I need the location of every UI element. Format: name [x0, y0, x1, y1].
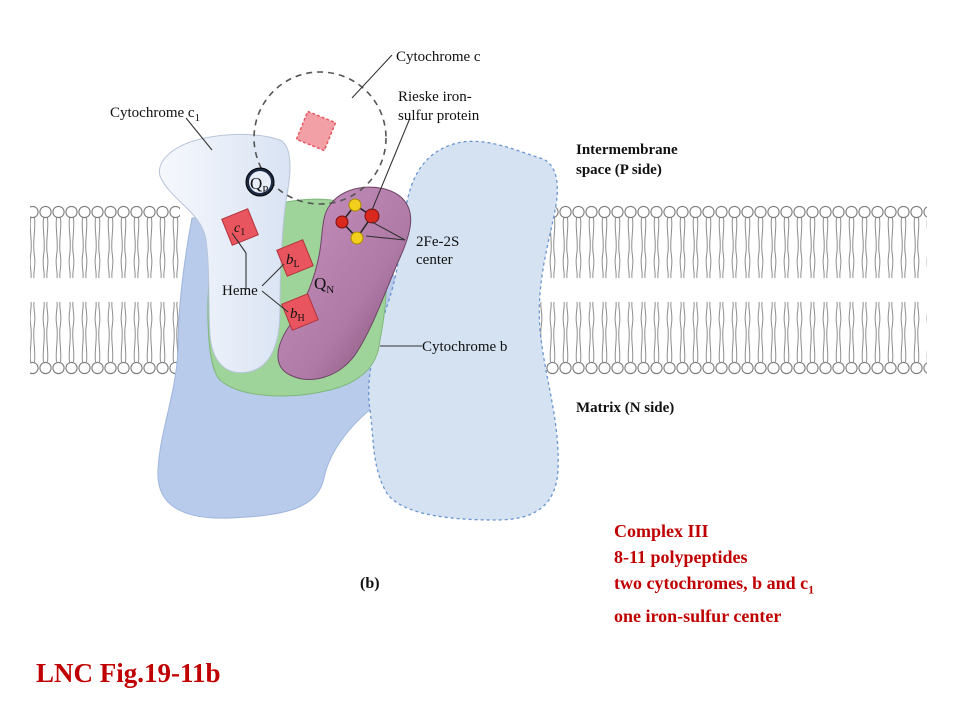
heme-bl-label: bL: [286, 252, 300, 270]
label-panel-b: (b): [360, 575, 380, 592]
cytochrome-c-heme: [295, 110, 337, 152]
label-2fe2s-1: 2Fe-2S: [416, 234, 459, 250]
label-heme: Heme: [222, 283, 258, 299]
caption-iron-sulfur: one iron-sulfur center: [614, 605, 782, 626]
label-intermembrane-2: space (P side): [576, 162, 662, 178]
caption-polypeptides: 8-11 polypeptides: [614, 547, 748, 567]
heme-bl-box: [276, 239, 314, 277]
complex-iii-caption: Complex III 8-11 polypeptides two cytoch…: [614, 518, 814, 629]
label-rieske-2: sulfur protein: [398, 108, 480, 124]
membrane-left: [30, 200, 180, 380]
protein-body-right: [368, 140, 559, 521]
rieske-protein-shape: [277, 186, 412, 380]
label-matrix: Matrix (N side): [576, 400, 674, 416]
label-2fe2s-2: center: [416, 252, 453, 268]
caption-cytochromes-sub: 1: [808, 582, 815, 597]
caption-title: Complex III: [614, 521, 709, 541]
label-cytochrome-c: Cytochrome c: [396, 49, 481, 65]
qn-label: QN: [314, 274, 334, 296]
heme-bh-box: [281, 293, 319, 331]
label-intermembrane-1: Intermembrane: [576, 142, 678, 158]
label-rieske-1: Rieske iron-: [398, 89, 472, 105]
caption-cytochromes: two cytochromes, b and c1: [614, 573, 815, 597]
cytochrome-c-circle: [253, 71, 387, 205]
label-cytochrome-c1: Cytochrome c1: [110, 105, 200, 124]
label-cytochrome-b: Cytochrome b: [422, 339, 507, 355]
fe2s-cluster-icon: [335, 198, 380, 245]
heme-c1-label: c1: [234, 221, 245, 238]
membrane-right: [525, 200, 927, 380]
qp-label: QP: [250, 174, 268, 196]
heme-bh-label: bH: [290, 306, 305, 324]
figure-reference: LNC Fig.19-11b: [36, 658, 221, 688]
heme-c1-box: [221, 208, 259, 246]
leader-lines: [185, 54, 422, 347]
